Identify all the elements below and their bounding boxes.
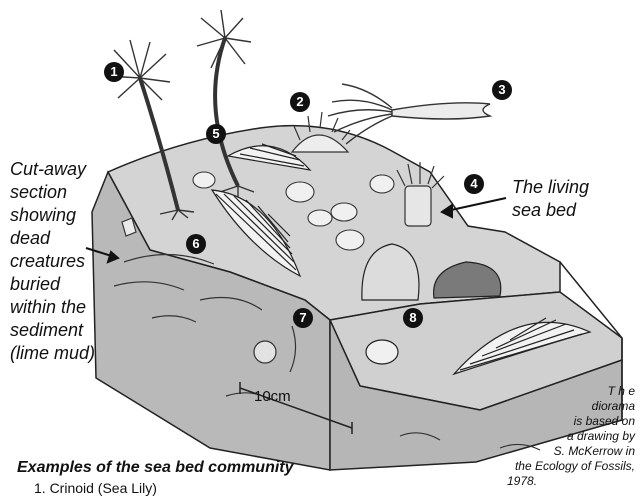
marker-1: 1 (104, 62, 124, 82)
cutaway-label: Cut-away section showing dead creatures … (10, 158, 160, 365)
credit-text: T h e diorama is based on a drawing by S… (485, 384, 635, 489)
marker-2: 2 (290, 92, 310, 112)
living-arrow (442, 198, 506, 217)
example-item-crinoid: 1. Crinoid (Sea Lily) (34, 480, 157, 496)
marker-5: 5 (206, 124, 226, 144)
marker-4: 4 (464, 174, 484, 194)
scale-label: 10cm (254, 388, 291, 405)
living-sea-bed-label: The living sea bed (512, 176, 622, 222)
marker-6: 6 (186, 234, 206, 254)
marker-3: 3 (492, 80, 512, 100)
examples-title: Examples of the sea bed community (17, 459, 294, 477)
marker-8: 8 (403, 308, 423, 328)
marker-7: 7 (293, 308, 313, 328)
